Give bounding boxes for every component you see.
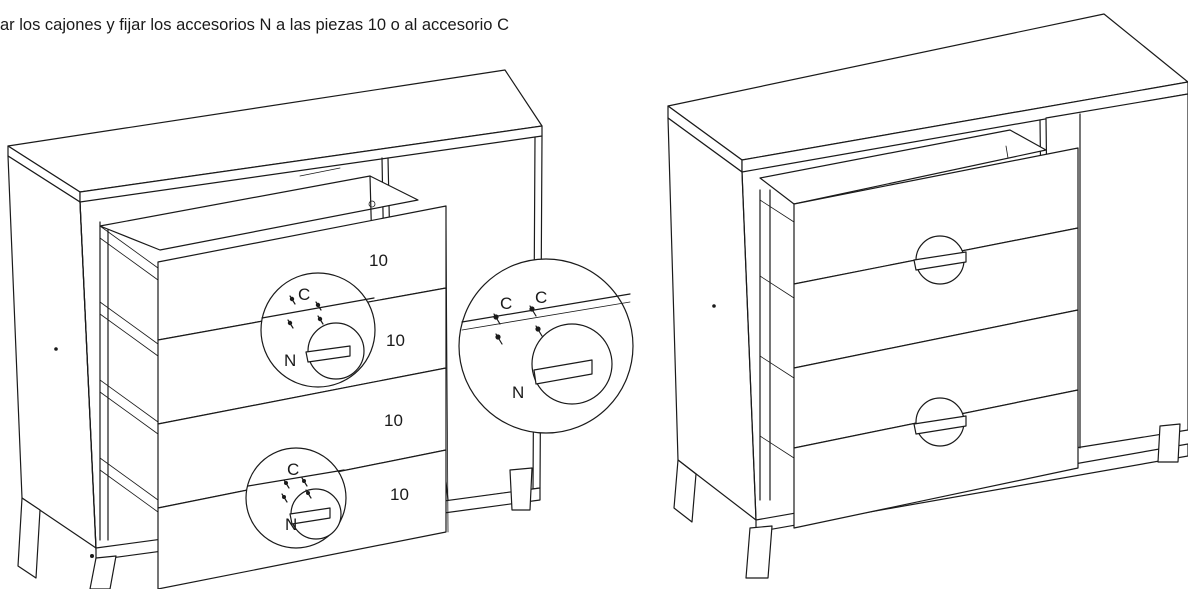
detail-circle-upper [260,272,376,388]
left-cabinet-side [7,155,97,549]
right-cabinet [667,13,1188,579]
right-cabinet-leg [745,525,773,579]
detail-circle-lower [245,447,347,549]
part-label: 10 [369,251,388,270]
part-label: 10 [390,485,409,504]
screw-label: C [500,294,512,313]
screw-label: C [298,285,310,304]
screw-label: C [535,288,547,307]
handle-label: N [512,383,524,402]
part-label: 10 [386,331,405,350]
right-cabinet-leg [673,459,697,523]
right-cabinet-leg [1157,423,1181,463]
handle-label: N [284,351,296,370]
left-cabinet-leg [509,467,533,511]
left-cabinet-leg [17,497,41,579]
part-label: 10 [384,411,403,430]
drawer-front [793,389,1079,529]
handle-label: N [285,515,297,534]
instruction-caption: ar los cajones y fijar los accesorios N … [0,16,509,34]
right-drawer-fronts [793,147,1079,529]
right-handles [913,235,967,447]
screw-label: C [287,460,299,479]
left-labels: 10 10 10 10 C N C N C C N [284,251,547,534]
detail-circle-large [458,258,634,434]
